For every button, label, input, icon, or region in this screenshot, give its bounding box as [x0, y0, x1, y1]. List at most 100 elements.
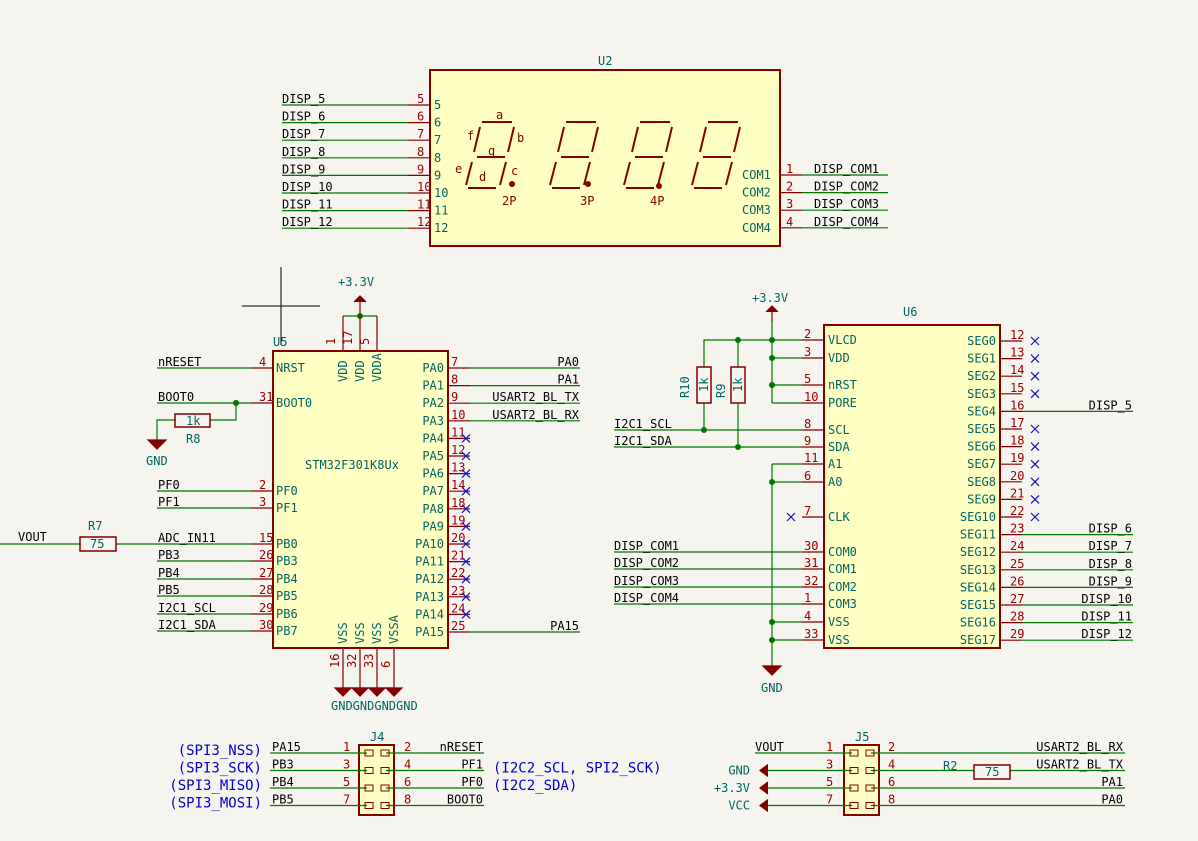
u6-body — [823, 324, 1001, 649]
u6-pin-name: SEG13 — [960, 563, 996, 577]
u2-pin-number: 9 — [417, 162, 424, 176]
u2-pin-number: 3 — [786, 197, 793, 211]
u6-pin-name: SCL — [828, 423, 850, 437]
u5-pin-number: 18 — [451, 496, 465, 510]
r10-value: 1k — [697, 377, 711, 392]
u5-pin-number: 9 — [451, 390, 458, 404]
u6-pin-number: 3 — [804, 345, 811, 359]
u6-power-symbol: +3.3V — [752, 291, 788, 322]
u5-pin-number: 13 — [451, 461, 465, 475]
u6-pin-name: SEG15 — [960, 598, 996, 612]
j5-net-label: VOUT — [755, 740, 784, 754]
dp-3 — [585, 181, 591, 187]
u6-pin-name: PORE — [828, 396, 857, 410]
u2-pin-number: 11 — [417, 198, 431, 212]
u5-pin-name: PA13 — [415, 590, 444, 604]
j5-net-label: VCC — [728, 799, 750, 813]
u6-pin-name: SEG4 — [967, 404, 996, 418]
u6-pin-number: 6 — [804, 469, 811, 483]
u6-pin-number: 31 — [804, 556, 818, 570]
u2-net-label: DISP_COM3 — [814, 197, 879, 211]
no-connect-icon — [461, 451, 471, 461]
j4-net-label: PB4 — [272, 775, 294, 789]
seg-label-f: f — [467, 129, 474, 143]
r9-ref: R9 — [714, 384, 728, 398]
r8-gnd-label: GND — [146, 454, 168, 468]
seg-label-d: d — [479, 170, 486, 184]
u6-pin-name: SDA — [828, 440, 850, 454]
seg-label-e: e — [455, 162, 462, 176]
r2-resistor[interactable]: 75 R2 — [943, 759, 1011, 780]
r9-resistor[interactable]: 1k R9 — [714, 366, 746, 404]
u6-pin-number: 17 — [1010, 416, 1024, 430]
u6-net-label: DISP_9 — [1089, 574, 1132, 588]
u5-net-label: USART2_BL_RX — [492, 408, 579, 422]
u5-pin-number: 15 — [259, 531, 273, 545]
u5-pin-number: 26 — [259, 548, 273, 562]
r7-ref: R7 — [88, 519, 102, 533]
u5-pin-number: 22 — [451, 566, 465, 580]
u5-pin-number: 25 — [451, 619, 465, 633]
u5-net-label: USART2_BL_TX — [492, 390, 579, 404]
dp-4 — [656, 183, 662, 189]
u6-pin-name: COM3 — [828, 597, 857, 611]
no-connect-icon — [461, 469, 471, 479]
u2-net-label: DISP_6 — [282, 110, 325, 124]
u5-net-label: PA0 — [557, 355, 579, 369]
j5-pin-number: 6 — [888, 775, 895, 789]
u2-pin-number: 6 — [417, 110, 424, 124]
dp-label-2p: 2P — [502, 194, 516, 208]
u5-pin-number: 5 — [358, 338, 372, 345]
u2-pin-number: 7 — [417, 127, 424, 141]
u5-pin-number: 3 — [259, 495, 266, 509]
u5-pin-number: 2 — [259, 478, 266, 492]
u6-pin-number: 2 — [804, 327, 811, 341]
j5-net-label: USART2_BL_RX — [1036, 740, 1123, 754]
r10-resistor[interactable]: 1k R10 — [678, 366, 712, 404]
j4-net-label: PF1 — [461, 758, 483, 772]
u6-pin-number: 9 — [804, 434, 811, 448]
u5-pin-number: 29 — [259, 601, 273, 615]
u5-net-label: PF0 — [158, 478, 180, 492]
u5-pin-number: 16 — [328, 654, 342, 668]
j5-pin-number: 3 — [826, 758, 833, 772]
u5-pin-name: PB3 — [276, 554, 298, 568]
j5-pin-pad — [865, 784, 875, 792]
u6-gnd-label: GND — [761, 681, 783, 695]
r7-net-vout: VOUT — [18, 530, 47, 544]
j4-pin-number: 2 — [404, 740, 411, 754]
u6-pin-name: CLK — [828, 510, 850, 524]
u6-net-label: DISP_COM1 — [614, 539, 679, 553]
r9-value: 1k — [731, 377, 745, 392]
u2-pin-number: 2 — [786, 180, 793, 194]
u6-pin-name: COM0 — [828, 545, 857, 559]
u6-pin-number: 13 — [1010, 346, 1024, 360]
r8-resistor[interactable]: 1k R8 GND — [146, 400, 239, 468]
no-connect-icon — [1030, 371, 1040, 381]
j5-net-label: +3.3V — [714, 781, 750, 795]
j4-function-note: (I2C2_SCL, SPI2_SCK) — [493, 761, 662, 777]
r7-resistor[interactable]: 75 R7 VOUT — [0, 519, 175, 552]
u2-pin-number: 10 — [417, 180, 431, 194]
seg-label-a: a — [496, 108, 503, 122]
j5-pin-pad — [849, 749, 859, 757]
u2-pin-name: 10 — [434, 186, 448, 200]
u5-pin-number: 33 — [362, 654, 376, 668]
j4-net-label: PA15 — [272, 740, 301, 754]
u6-pin-name: COM1 — [828, 562, 857, 576]
no-connect-icon — [1030, 424, 1040, 434]
u6-pin-name: SEG7 — [967, 457, 996, 471]
u6-pin-name: SEG5 — [967, 422, 996, 436]
u6-pin-number: 25 — [1010, 557, 1024, 571]
u6-net-label: DISP_11 — [1081, 610, 1132, 624]
no-connect-icon — [1030, 389, 1040, 399]
u5-pin-name: PB6 — [276, 607, 298, 621]
j4-pin-number: 3 — [343, 758, 350, 772]
